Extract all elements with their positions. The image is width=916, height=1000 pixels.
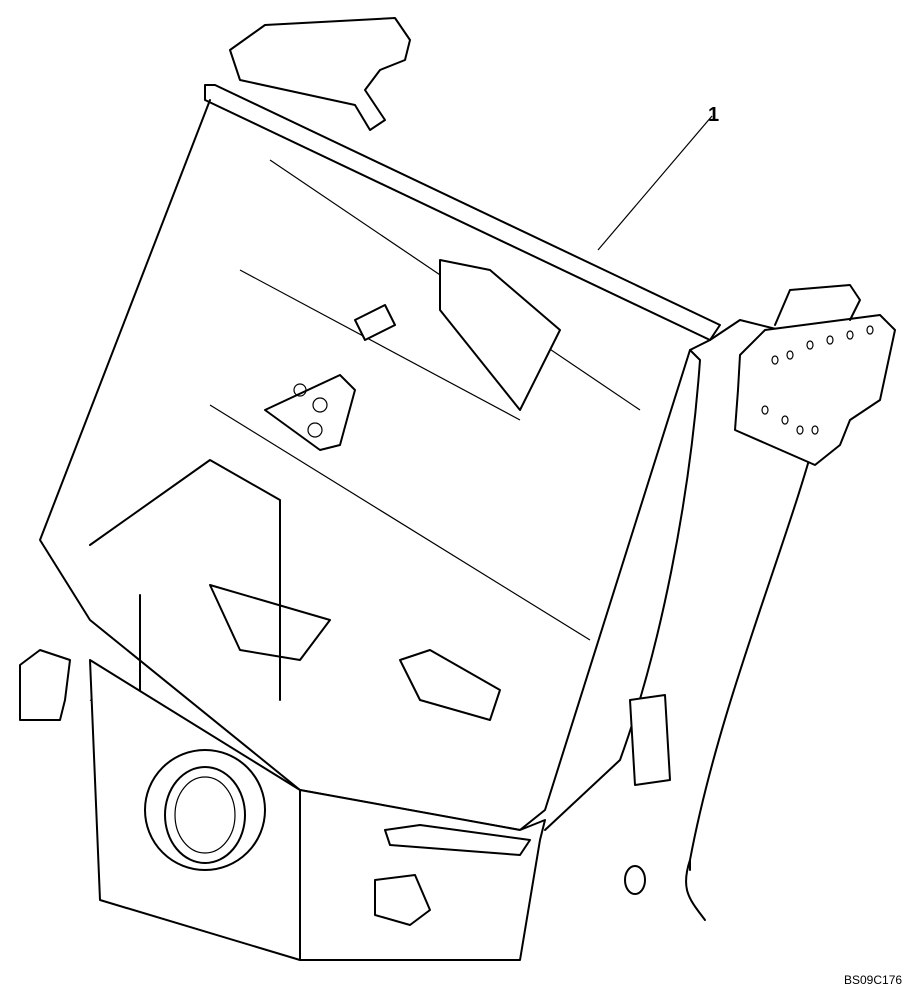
lower-tray bbox=[89, 459, 331, 701]
side-hole bbox=[624, 865, 646, 895]
side-access-cutout bbox=[629, 694, 671, 786]
square-pad bbox=[354, 304, 396, 341]
callout-label-1: 1 bbox=[708, 104, 720, 126]
top-mount-bracket bbox=[229, 17, 411, 131]
lifting-eye bbox=[774, 284, 861, 326]
drawing-code: BS09C176 bbox=[844, 973, 903, 987]
axle-bore bbox=[164, 766, 246, 864]
gusset-plate bbox=[264, 374, 356, 451]
front-right-panel bbox=[299, 789, 546, 961]
left-ear-bracket bbox=[19, 649, 71, 721]
right-curved-edge bbox=[685, 419, 821, 921]
center-bracket bbox=[439, 259, 561, 411]
right-ear-plate bbox=[734, 314, 896, 466]
hitch-bracket bbox=[399, 649, 501, 721]
front-ledge bbox=[384, 824, 531, 856]
front-bracket bbox=[374, 874, 431, 926]
callout-leader-line bbox=[597, 115, 713, 251]
top-crossmember bbox=[204, 84, 721, 341]
